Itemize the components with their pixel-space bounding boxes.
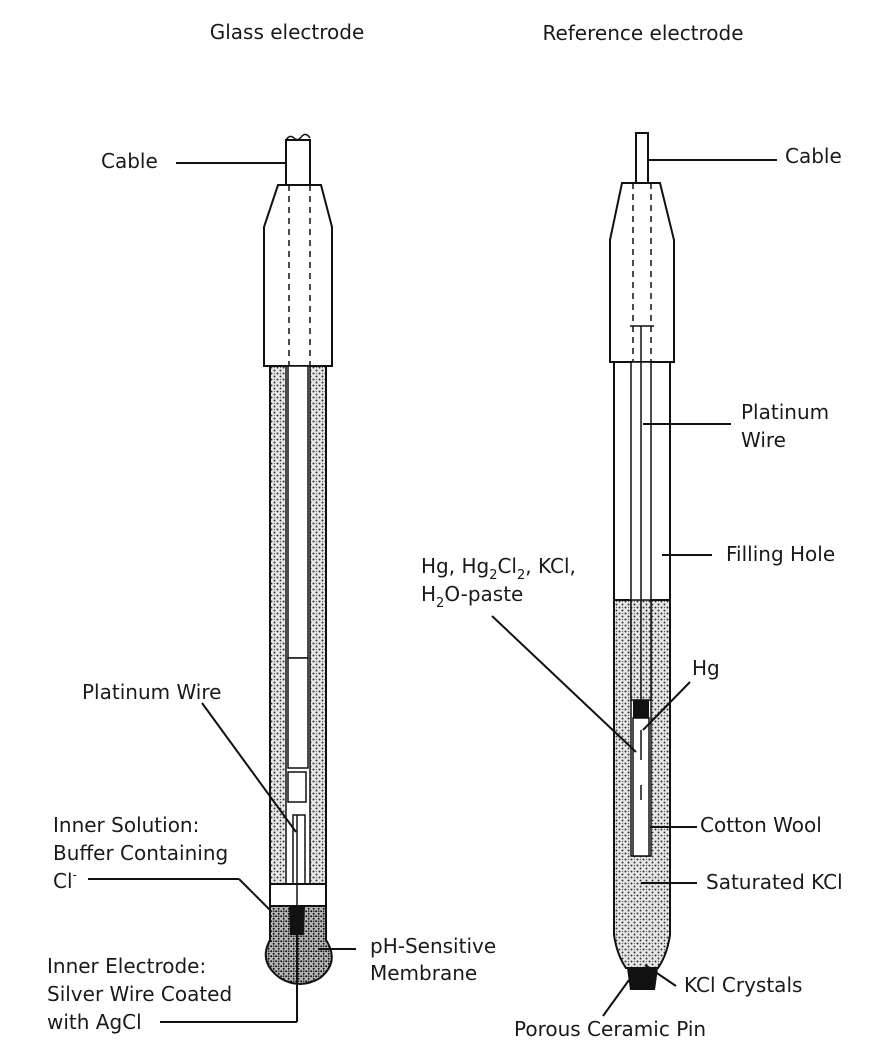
glass-electrode xyxy=(263,133,333,1022)
reference-electrode xyxy=(609,132,675,990)
cotton-wool-label: Cotton Wool xyxy=(700,813,822,837)
filling-hole-label: Filling Hole xyxy=(726,542,835,566)
svg-text:H2O-paste: H2O-paste xyxy=(421,582,523,611)
glass-electrode-title: Glass electrode xyxy=(210,20,365,44)
svg-text:Wire: Wire xyxy=(741,428,786,452)
svg-text:Hg, Hg2Cl2, KCl,: Hg, Hg2Cl2, KCl, xyxy=(421,554,576,583)
svg-text:pH-Sensitive: pH-Sensitive xyxy=(370,934,496,958)
glass-bulb-membrane xyxy=(264,905,333,985)
reference-platinum-wire-label: Platinum Wire xyxy=(741,400,829,452)
svg-text:Buffer Containing: Buffer Containing xyxy=(53,841,228,865)
svg-text:Platinum: Platinum xyxy=(741,400,829,424)
inner-electrode-label: Inner Electrode: Silver Wire Coated with… xyxy=(47,954,232,1034)
svg-text:Inner Electrode:: Inner Electrode: xyxy=(47,954,206,978)
glass-cable xyxy=(285,133,311,186)
ceramic-pin xyxy=(627,968,658,990)
reference-cable xyxy=(635,132,649,184)
svg-text:with AgCl: with AgCl xyxy=(47,1010,142,1034)
svg-text:Inner Solution:: Inner Solution: xyxy=(53,813,199,837)
kcl-crystals-label: KCl Crystals xyxy=(684,973,802,997)
svg-text:Cl-: Cl- xyxy=(53,868,77,893)
hg-label: Hg xyxy=(692,656,720,680)
inner-solution-label: Inner Solution: Buffer Containing Cl- xyxy=(53,813,228,893)
reference-cable-label: Cable xyxy=(785,144,842,168)
glass-cap xyxy=(263,184,333,367)
membrane-label: pH-Sensitive Membrane xyxy=(370,934,496,985)
reference-cap xyxy=(609,182,675,363)
glass-cable-label: Cable xyxy=(101,149,158,173)
svg-text:Membrane: Membrane xyxy=(370,961,477,985)
saturated-kcl-label: Saturated KCl xyxy=(706,870,843,894)
paste-label: Hg, Hg2Cl2, KCl, H2O-paste xyxy=(421,554,576,611)
svg-text:Silver Wire Coated: Silver Wire Coated xyxy=(47,982,232,1006)
reference-electrode-title: Reference electrode xyxy=(542,21,743,45)
glass-platinum-wire-label: Platinum Wire xyxy=(82,680,221,704)
ceramic-pin-label: Porous Ceramic Pin xyxy=(514,1017,706,1041)
